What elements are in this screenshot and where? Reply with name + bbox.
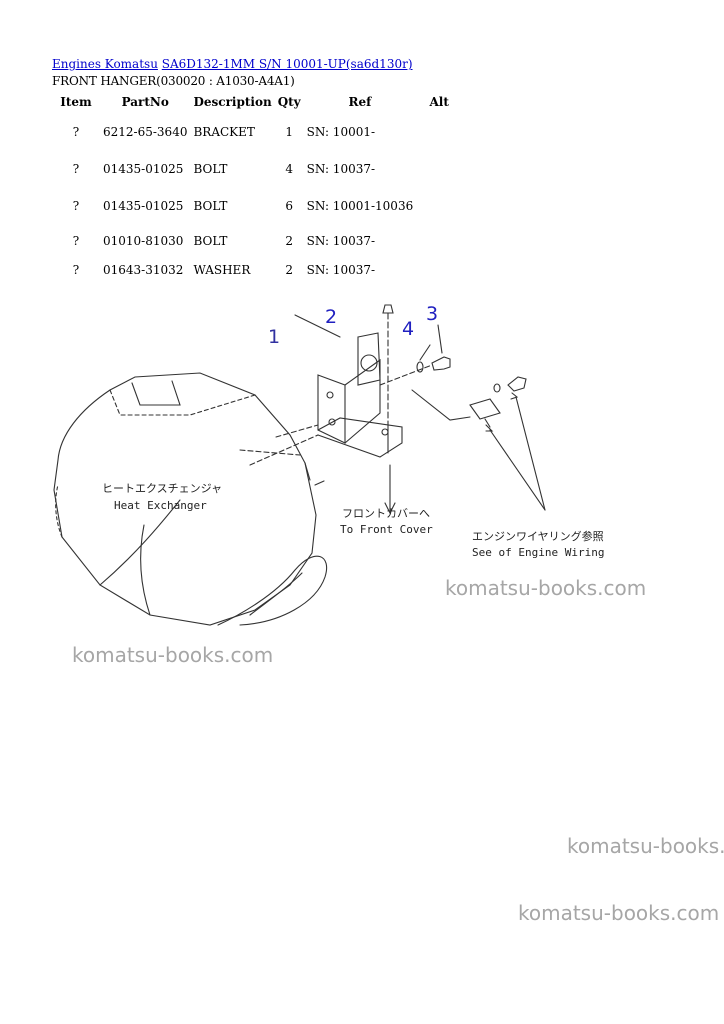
watermark: komatsu-books.com bbox=[567, 834, 724, 858]
label-wiring-en: See of Engine Wiring bbox=[472, 546, 604, 559]
cell-item: ? bbox=[72, 263, 80, 277]
page-subtitle: FRONT HANGER(030020 : A1030-A4A1) bbox=[52, 74, 295, 88]
table-row: ? 01435-01025 BOLT 4 SN: 10037- bbox=[52, 150, 462, 187]
cell-partno: 6212-65-3640 bbox=[103, 124, 188, 139]
label-front-en: To Front Cover bbox=[340, 523, 433, 536]
callout-2: 2 bbox=[325, 306, 338, 328]
cell-ref: SN: 10037- bbox=[306, 263, 376, 277]
cell-description: BRACKET bbox=[193, 124, 255, 139]
table-row: ? 01435-01025 BOLT 6 SN: 10001-10036 bbox=[52, 187, 462, 224]
watermark: komatsu-books.com bbox=[518, 901, 720, 925]
cell-partno: 01435-01025 bbox=[103, 161, 184, 176]
table-row: ? 01643-31032 WASHER 2 SN: 10037- bbox=[52, 257, 462, 283]
cell-ref: SN: 10037- bbox=[306, 161, 376, 176]
parts-diagram: ヒートエクスチェンジャ Heat Exchanger フロントカバーへ To F… bbox=[53, 304, 604, 626]
cell-item: ? bbox=[72, 161, 80, 176]
cell-alt bbox=[416, 150, 462, 187]
cell-description: WASHER bbox=[193, 263, 251, 277]
cell-item: ? bbox=[72, 233, 80, 248]
cell-ref: SN: 10001- bbox=[306, 124, 376, 139]
cell-description: BOLT bbox=[193, 198, 228, 213]
label-front-jp: フロントカバーへ bbox=[342, 507, 430, 520]
watermark: komatsu-books.com bbox=[72, 643, 274, 667]
parts-table: Item PartNo Description Qty Ref Alt ? 62… bbox=[52, 91, 462, 283]
cell-alt bbox=[416, 187, 462, 224]
cell-partno: 01643-31032 bbox=[103, 263, 184, 277]
cell-item: ? bbox=[72, 198, 80, 213]
callout-3: 3 bbox=[426, 303, 439, 325]
breadcrumb-link-engines[interactable]: Engines Komatsu bbox=[52, 57, 158, 71]
heat-exchanger-drawing bbox=[53, 372, 328, 626]
table-row: ? 6212-65-3640 BRACKET 1 SN: 10001- bbox=[52, 113, 462, 150]
label-heat-jp: ヒートエクスチェンジャ bbox=[102, 482, 222, 495]
watermark: komatsu-books.com bbox=[445, 576, 647, 600]
cell-ref: SN: 10037- bbox=[306, 233, 376, 248]
cell-qty: 1 bbox=[285, 124, 293, 139]
cell-ref: SN: 10001-10036 bbox=[306, 198, 414, 213]
bracket-drawing bbox=[249, 314, 403, 466]
label-wiring-jp: エンジンワイヤリング参照 bbox=[472, 529, 604, 543]
table-header-row: Item PartNo Description Qty Ref Alt bbox=[52, 91, 462, 113]
diagram-labels: ヒートエクスチェンジャ Heat Exchanger フロントカバーへ To F… bbox=[102, 482, 604, 559]
breadcrumb: Engines Komatsu SA6D132-1MM S/N 10001-UP… bbox=[52, 57, 413, 71]
cell-qty: 2 bbox=[285, 233, 293, 248]
header-qty: Qty bbox=[277, 95, 301, 109]
cell-alt bbox=[416, 257, 462, 283]
cell-alt bbox=[416, 224, 462, 257]
header-description: Description bbox=[193, 95, 272, 109]
cell-qty: 4 bbox=[285, 161, 293, 176]
cell-description: BOLT bbox=[193, 161, 228, 176]
cell-description: BOLT bbox=[193, 233, 228, 248]
label-heat-en: Heat Exchanger bbox=[114, 499, 207, 512]
cell-partno: 01010-81030 bbox=[103, 233, 184, 248]
header-item: Item bbox=[60, 95, 92, 109]
bolts-drawing bbox=[379, 304, 546, 515]
table-row: ? 01010-81030 BOLT 2 SN: 10037- bbox=[52, 224, 462, 257]
header-ref: Ref bbox=[348, 95, 372, 109]
header-alt: Alt bbox=[429, 95, 449, 109]
cell-qty: 2 bbox=[285, 263, 293, 277]
cell-partno: 01435-01025 bbox=[103, 198, 184, 213]
cell-alt bbox=[416, 113, 462, 150]
cell-qty: 6 bbox=[285, 198, 293, 213]
cell-item: ? bbox=[72, 124, 80, 139]
breadcrumb-link-model[interactable]: SA6D132-1MM S/N 10001-UP(sa6d130r) bbox=[161, 57, 413, 71]
header-partno: PartNo bbox=[121, 95, 169, 109]
callout-4: 4 bbox=[402, 318, 415, 340]
callout-1: 1 bbox=[268, 326, 281, 348]
